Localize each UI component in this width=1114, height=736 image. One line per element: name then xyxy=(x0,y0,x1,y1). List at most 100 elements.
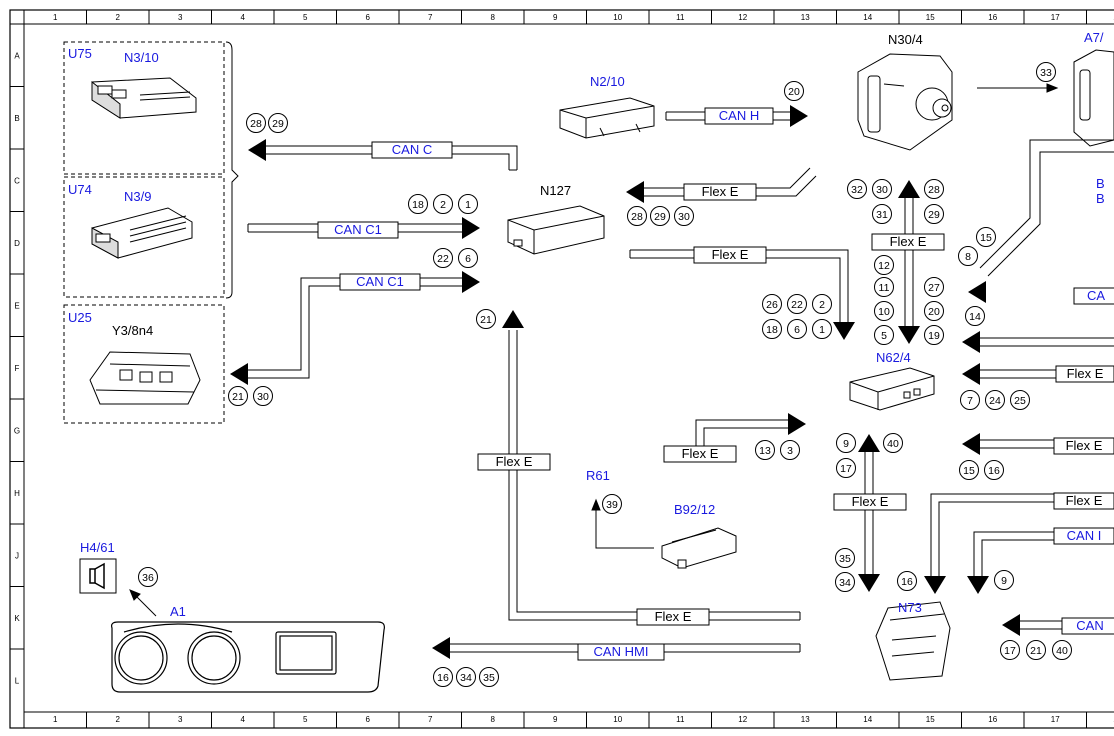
frame-outer xyxy=(9,9,1114,729)
component-label: N30/4 xyxy=(888,32,923,47)
col-number: 15 xyxy=(926,715,935,724)
component-label: U74 xyxy=(68,182,92,197)
bus-edge xyxy=(248,277,462,371)
reference-number: 27 xyxy=(928,282,940,294)
reference-circle xyxy=(836,433,856,453)
col-number: 13 xyxy=(801,13,810,22)
n73-unit-image xyxy=(875,601,951,681)
reference-number: 18 xyxy=(412,199,424,211)
reference-number: 17 xyxy=(1004,645,1016,657)
reference-number: 16 xyxy=(437,672,449,684)
reference-circle xyxy=(812,294,832,314)
n3-9-ecu-image xyxy=(91,207,193,259)
n30-4-unit-image xyxy=(857,53,953,151)
bus-label: CAN xyxy=(1076,618,1103,633)
component-label: N62/4 xyxy=(876,350,911,365)
reference-circle xyxy=(924,325,944,345)
reference-number: 30 xyxy=(876,184,888,196)
reference-circle xyxy=(965,306,985,326)
arrow-head xyxy=(968,281,986,303)
component-label: B xyxy=(1096,191,1105,206)
reference-circle xyxy=(762,294,782,314)
reference-circle xyxy=(138,567,158,587)
reference-circle xyxy=(246,113,266,133)
col-number: 4 xyxy=(241,715,246,724)
reference-circle xyxy=(874,325,894,345)
component-label: U25 xyxy=(68,310,92,325)
component-label: A7/ xyxy=(1084,30,1104,45)
reference-circle xyxy=(458,248,478,268)
component-label: N127 xyxy=(540,183,571,198)
col-number: 7 xyxy=(428,13,433,22)
bus-label: CAN I xyxy=(1067,528,1102,543)
col-number: 10 xyxy=(613,13,622,22)
col-number: 8 xyxy=(491,715,496,724)
brace xyxy=(225,41,239,299)
reference-number: 21 xyxy=(1030,645,1042,657)
row-letter: L xyxy=(15,676,20,685)
reference-circle xyxy=(994,570,1014,590)
reference-number: 14 xyxy=(969,311,981,323)
bus-label: Flex E xyxy=(702,184,739,199)
reference-circle xyxy=(674,206,694,226)
reference-number: 17 xyxy=(840,463,852,475)
bus-label-box xyxy=(371,141,453,159)
row-letter: B xyxy=(14,114,19,123)
reference-circle xyxy=(960,390,980,410)
bus-edge xyxy=(266,153,510,170)
col-number: 8 xyxy=(491,13,496,22)
reference-circle xyxy=(883,433,903,453)
reference-circle xyxy=(924,277,944,297)
bus-label: CAN HMI xyxy=(594,644,649,659)
col-number: 9 xyxy=(553,13,558,22)
reference-number: 28 xyxy=(631,211,643,223)
u75-box xyxy=(63,41,225,175)
reference-number: 34 xyxy=(460,672,472,684)
reference-circle xyxy=(458,194,478,214)
arrow-head xyxy=(858,574,880,592)
bus-label-box xyxy=(663,445,737,463)
reference-number: 40 xyxy=(1056,645,1068,657)
component-label: B92/12 xyxy=(674,502,715,517)
reference-number: 6 xyxy=(794,324,800,336)
reference-number: 21 xyxy=(480,314,492,326)
component-label: A1 xyxy=(170,604,186,619)
reference-number: 13 xyxy=(759,445,771,457)
component-label: B xyxy=(1096,176,1105,191)
u74-box xyxy=(63,176,225,298)
reference-circle xyxy=(476,309,496,329)
component-label: N3/9 xyxy=(124,189,151,204)
arrow-head xyxy=(1002,614,1020,636)
arrow-head xyxy=(230,363,248,385)
reference-circle xyxy=(897,571,917,591)
reference-circle xyxy=(872,204,892,224)
bus-lines xyxy=(247,111,1114,653)
bus-edge xyxy=(248,285,462,379)
reference-number: 29 xyxy=(272,118,284,130)
bus-edge xyxy=(930,493,1114,576)
row-letter: C xyxy=(14,176,20,185)
reference-circle xyxy=(780,440,800,460)
reference-number: 40 xyxy=(887,438,899,450)
col-number: 13 xyxy=(801,715,810,724)
reference-circle xyxy=(958,246,978,266)
reference-circle xyxy=(959,460,979,480)
bus-label: Flex E xyxy=(712,247,749,262)
bus-edge xyxy=(516,330,800,613)
b92-12-sensor-image xyxy=(661,527,737,569)
bus-label-box xyxy=(833,493,907,511)
bus-label-box xyxy=(1053,527,1114,545)
col-number: 11 xyxy=(676,715,685,724)
col-number: 9 xyxy=(553,715,558,724)
bus-label: Flex E xyxy=(655,609,692,624)
reference-number: 6 xyxy=(465,253,471,265)
reference-circle xyxy=(755,440,775,460)
col-number: 5 xyxy=(303,13,308,22)
row-letter: K xyxy=(14,614,20,623)
bus-edge xyxy=(979,139,1114,269)
a7-unit-image xyxy=(1073,49,1114,147)
reference-number: 39 xyxy=(606,499,618,511)
